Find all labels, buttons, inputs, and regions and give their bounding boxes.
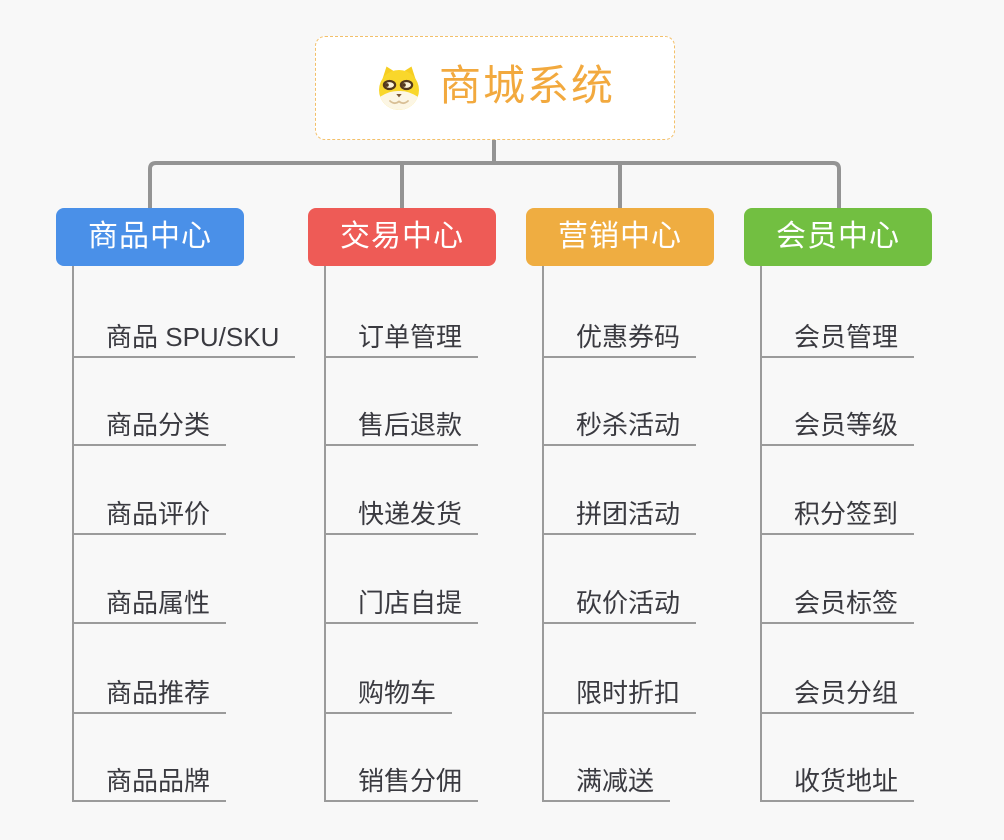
child-node[interactable]: 会员等级: [760, 400, 915, 446]
child-node[interactable]: 会员标签: [760, 578, 915, 624]
child-node[interactable]: 购物车: [324, 668, 453, 714]
branch-column-2: 交易中心订单管理售后退款快递发货门店自提购物车销售分佣: [308, 208, 558, 818]
branch-column-4: 会员中心会员管理会员等级积分签到会员标签会员分组收货地址: [744, 208, 994, 818]
child-node[interactable]: 商品分类: [72, 400, 227, 446]
shiba-dog-icon: [375, 64, 423, 112]
root-node-label: 商城系统: [438, 62, 615, 109]
child-node[interactable]: 会员管理: [760, 312, 915, 358]
child-node[interactable]: 会员分组: [760, 668, 915, 714]
child-node[interactable]: 收货地址: [760, 756, 915, 802]
branch-node-4[interactable]: 会员中心: [744, 208, 932, 266]
root-node-mall-system[interactable]: 商城系统: [315, 36, 675, 140]
child-node[interactable]: 售后退款: [324, 400, 479, 446]
child-node[interactable]: 积分签到: [760, 489, 915, 535]
child-node[interactable]: 商品 SPU/SKU: [72, 312, 296, 358]
child-node[interactable]: 订单管理: [324, 312, 479, 358]
child-node[interactable]: 满减送: [542, 756, 671, 802]
child-node[interactable]: 砍价活动: [542, 578, 697, 624]
branch-node-1[interactable]: 商品中心: [56, 208, 244, 266]
branch-column-3: 营销中心优惠券码秒杀活动拼团活动砍价活动限时折扣满减送: [526, 208, 776, 818]
branch-node-2[interactable]: 交易中心: [308, 208, 496, 266]
child-node[interactable]: 商品评价: [72, 489, 227, 535]
branch-column-1: 商品中心商品 SPU/SKU 商品分类商品评价商品属性商品推荐商品品牌: [56, 208, 306, 818]
child-node[interactable]: 限时折扣: [542, 668, 697, 714]
child-node[interactable]: 门店自提: [324, 578, 479, 624]
child-node[interactable]: 拼团活动: [542, 489, 697, 535]
child-node[interactable]: 商品属性: [72, 578, 227, 624]
child-node[interactable]: 秒杀活动: [542, 400, 697, 446]
child-node[interactable]: 销售分佣: [324, 756, 479, 802]
branch-node-3[interactable]: 营销中心: [526, 208, 714, 266]
child-node[interactable]: 商品品牌: [72, 756, 227, 802]
child-node[interactable]: 快递发货: [324, 489, 479, 535]
child-node[interactable]: 商品推荐: [72, 668, 227, 714]
child-node[interactable]: 优惠券码: [542, 312, 697, 358]
